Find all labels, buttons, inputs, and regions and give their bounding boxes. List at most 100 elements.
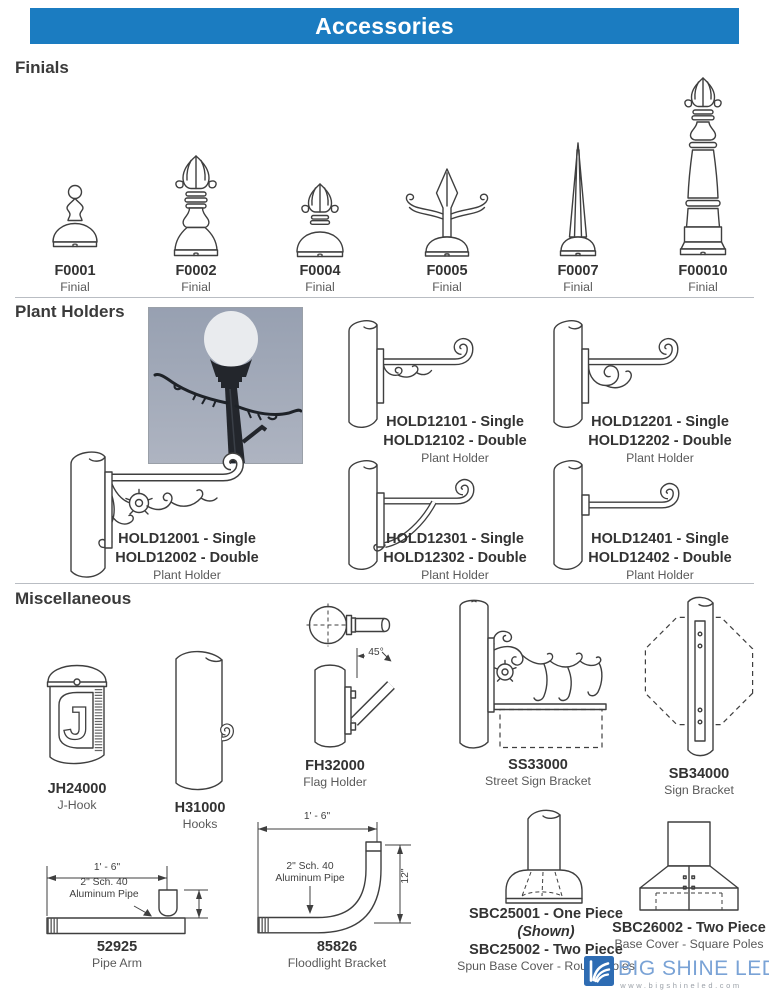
product-code: HOLD12002 - Double (115, 550, 259, 566)
finial-f00010-drawing (679, 77, 727, 256)
product-code: F0005 (426, 263, 468, 279)
jhook-drawing: J (46, 664, 108, 765)
product-desc: Sign Bracket (664, 783, 734, 797)
plant-holder-label: HOLD12401 - Single HOLD12402 - Double Pl… (570, 530, 750, 583)
product-desc: Plant Holder (153, 568, 221, 582)
product-code: HOLD12302 - Double (383, 550, 527, 566)
miscellaneous-heading: Miscellaneous (15, 589, 132, 608)
plant-holder-12201-drawing (553, 320, 679, 428)
product-code: HOLD12301 - Single (386, 531, 524, 547)
hooks-drawing (175, 650, 235, 791)
product-code: F0007 (557, 263, 599, 279)
finial-f0005-drawing (405, 168, 489, 257)
product-desc: Street Sign Bracket (485, 774, 591, 788)
finial-f0004-drawing (296, 183, 344, 258)
product-code: HOLD12001 - Single (118, 531, 256, 547)
brand-logo-icon (584, 956, 614, 986)
product-code: SB34000 (668, 766, 730, 782)
product-desc: Pipe Arm (92, 956, 142, 970)
finial-label: F0001 Finial (25, 262, 125, 295)
finial-label: F0007 Finial (528, 262, 628, 295)
product-desc: Flag Holder (303, 775, 367, 789)
product-desc: Floodlight Bracket (287, 956, 387, 970)
product-code-text: SBC25001 - One Piece (469, 906, 623, 922)
page-title: Accessories (315, 12, 454, 39)
flag-angle-dim: 45° (368, 647, 384, 658)
product-desc: Hooks (182, 817, 218, 831)
pipe-arm-drawing (46, 866, 208, 935)
product-desc: Plant Holder (626, 451, 694, 465)
jhook-label: JH24000 J-Hook (27, 780, 127, 813)
page-header: Accessories (30, 8, 739, 44)
floodlight-length-dim: 1' - 6" (303, 811, 331, 822)
product-desc: J-Hook (57, 798, 97, 812)
product-code: FH32000 (305, 758, 365, 774)
product-code: HOLD12401 - Single (591, 531, 729, 547)
square-base-cover-drawing (639, 821, 739, 911)
product-desc: Finial (563, 280, 593, 294)
brand-name: BIG SHINE LED (618, 957, 769, 980)
plant-holder-label: HOLD12101 - Single HOLD12102 - Double Pl… (365, 413, 545, 466)
plant-holder-photo (148, 307, 303, 464)
product-desc: Finial (688, 280, 718, 294)
floodlight-height-dim: 12" (400, 868, 411, 884)
plant-holder-12301-drawing (348, 460, 475, 570)
product-code: F0002 (175, 263, 217, 279)
product-desc: Finial (305, 280, 335, 294)
section-divider (15, 297, 754, 298)
finial-label: F0004 Finial (270, 262, 370, 295)
jhook-glyph: J (63, 697, 89, 749)
floodlight-note-1: 2" Sch. 40 (286, 861, 334, 872)
plant-holder-12401-drawing (553, 460, 680, 570)
finial-f0007-drawing (559, 142, 597, 257)
product-desc: Plant Holder (421, 451, 489, 465)
plant-holder-label: HOLD12301 - Single HOLD12302 - Double Pl… (365, 530, 545, 583)
sign-bracket-drawing (644, 596, 754, 757)
spun-base-cover-drawing (505, 809, 583, 904)
finial-f0002-drawing (173, 155, 219, 257)
product-code: F0001 (54, 263, 96, 279)
product-desc: Base Cover - Square Poles (614, 937, 764, 951)
product-code: 52925 (96, 939, 138, 955)
sign-bracket-label: SB34000 Sign Bracket (639, 765, 759, 798)
product-desc: Finial (60, 280, 90, 294)
plant-holder-12101-drawing (348, 320, 474, 428)
product-code: SBC26002 - Two Piece (612, 920, 766, 936)
plant-holder-label: HOLD12001 - Single HOLD12002 - Double Pl… (97, 530, 277, 583)
product-code: F0004 (299, 263, 341, 279)
finials-heading: Finials (15, 58, 69, 77)
product-code: SBC25001 - One Piece (Shown) (451, 905, 641, 941)
product-code: HOLD12402 - Double (588, 550, 732, 566)
product-code: HOLD12102 - Double (383, 433, 527, 449)
floodlight-note-2: Aluminum Pipe (275, 873, 345, 884)
product-code: 85826 (316, 939, 358, 955)
finial-label: F00010 Finial (653, 262, 753, 295)
pipe-arm-label: 52925 Pipe Arm (67, 938, 167, 971)
section-divider (15, 583, 754, 584)
plant-holders-heading: Plant Holders (15, 302, 125, 321)
product-desc: Plant Holder (421, 568, 489, 582)
product-code: HOLD12101 - Single (386, 414, 524, 430)
finial-label: F0005 Finial (397, 262, 497, 295)
floodlight-bracket-drawing (257, 822, 411, 934)
hooks-label: H31000 Hooks (150, 799, 250, 832)
product-code: H31000 (174, 800, 226, 816)
plant-holder-label: HOLD12201 - Single HOLD12202 - Double Pl… (570, 413, 750, 466)
flag-holder-drawing (306, 603, 395, 748)
product-code: SS33000 (508, 757, 568, 773)
product-code: HOLD12202 - Double (588, 433, 732, 449)
finial-f0001-drawing (52, 184, 98, 248)
product-code: HOLD12201 - Single (591, 414, 729, 430)
pipe-arm-note-1: 2" Sch. 40 (80, 877, 128, 888)
flag-holder-label: FH32000 Flag Holder (285, 757, 385, 790)
product-code: F00010 (678, 263, 728, 279)
plant-holder-12001-drawing (70, 451, 245, 578)
street-sign-bracket-drawing (459, 599, 607, 749)
floodlight-bracket-label: 85826 Floodlight Bracket (262, 938, 412, 971)
product-code: SBC25002 - Two Piece (469, 942, 623, 958)
product-code: JH24000 (47, 781, 107, 797)
square-base-cover-label: SBC26002 - Two Piece Base Cover - Square… (609, 919, 769, 952)
product-desc: Finial (432, 280, 462, 294)
shown-note: (Shown) (517, 924, 575, 940)
